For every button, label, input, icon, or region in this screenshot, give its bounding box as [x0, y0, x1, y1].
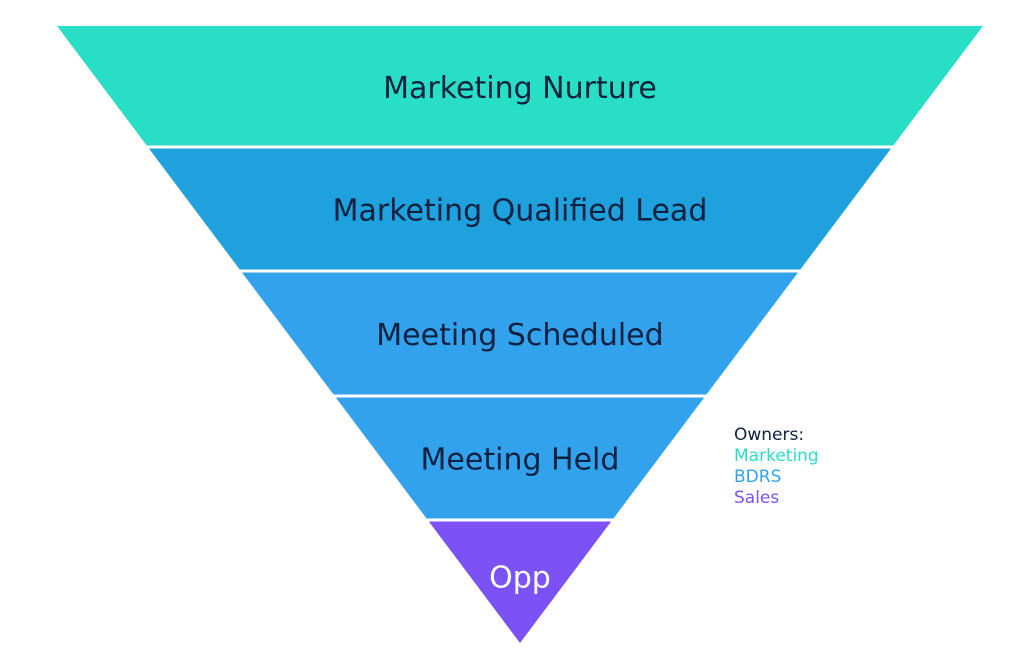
- funnel-stage-meeting-held: [335, 397, 705, 519]
- funnel-stage-label-marketing-qualified-lead: Marketing Qualified Lead: [333, 194, 708, 229]
- legend-title: Owners:: [734, 425, 805, 445]
- funnel-stage-label-opp: Opp: [489, 561, 551, 596]
- funnel-stage-label-marketing-nurture: Marketing Nurture: [383, 71, 657, 106]
- owners-legend: Owners: Marketing BDRS Sales: [734, 425, 819, 509]
- funnel-stage-label-meeting-held: Meeting Held: [421, 443, 620, 478]
- legend-item-marketing: Marketing: [734, 446, 819, 466]
- funnel-stage-opp: [428, 521, 612, 643]
- legend-item-bdrs: BDRS: [734, 467, 782, 487]
- legend-item-sales: Sales: [734, 488, 780, 508]
- funnel-stage-marketing-qualified-lead: [148, 148, 892, 270]
- funnel-stage-meeting-scheduled: [241, 272, 799, 395]
- funnel-stage-marketing-nurture: [57, 26, 983, 146]
- funnel-stage-label-meeting-scheduled: Meeting Scheduled: [376, 318, 663, 353]
